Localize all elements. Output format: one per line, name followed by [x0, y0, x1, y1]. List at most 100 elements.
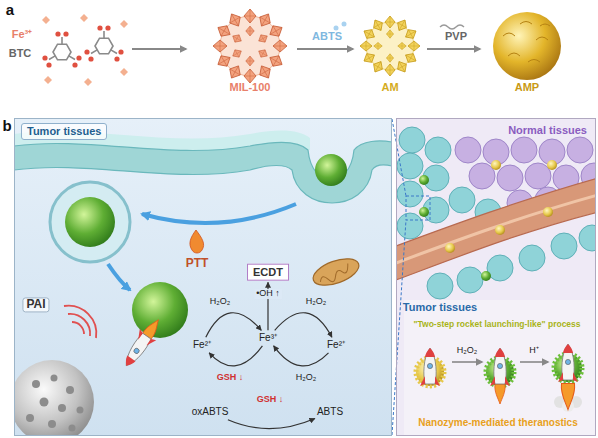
nanoparticle	[481, 271, 491, 281]
octahedron	[398, 43, 406, 50]
octahedron	[371, 59, 386, 74]
tumor-cell	[579, 225, 596, 251]
zoom-box	[406, 196, 430, 220]
pore	[77, 407, 84, 414]
pore	[66, 386, 74, 394]
octahedron	[215, 52, 233, 69]
loaded-cage	[366, 22, 414, 70]
tumor-cell	[457, 267, 483, 293]
nanoparticle	[132, 282, 188, 338]
node-text: oxABTS	[192, 406, 229, 418]
tumor-scene	[14, 131, 392, 436]
tumor-cell	[487, 255, 513, 281]
porous-sphere	[14, 360, 94, 436]
octahedron	[226, 11, 243, 29]
stimulus-label: H⁺	[529, 346, 539, 356]
stage-arrow	[520, 361, 548, 363]
octahedron	[362, 27, 377, 42]
edge-label: ABTS	[312, 30, 342, 42]
tumor-panel: Tumor tissuesECDTFe²⁺Fe³⁺Fe²⁺oxABTSABTS	[14, 118, 392, 436]
normal-cell	[567, 137, 593, 163]
ion-label: Fe³⁺	[12, 28, 33, 40]
process-background	[404, 300, 596, 436]
octahedron	[244, 69, 256, 83]
tumor-cell	[397, 213, 423, 239]
panel-heading: Tumor tissues	[21, 123, 107, 140]
linker-label: BTC	[9, 47, 32, 59]
pore	[48, 420, 56, 428]
node-text: Fe²⁺	[193, 339, 211, 351]
nanoparticle	[65, 197, 115, 247]
octahedron	[371, 18, 386, 33]
nanoparticle	[491, 160, 501, 170]
node-text: AMP	[482, 81, 572, 94]
nanoparticle	[445, 243, 455, 253]
panel-letter: a	[6, 2, 14, 19]
octahedron	[387, 30, 394, 38]
imaging-label: PAI	[22, 297, 49, 312]
reaction-arrow	[274, 346, 329, 366]
abts-molecule	[342, 22, 347, 27]
mof-structure: MIL-100	[205, 2, 295, 96]
rocket	[118, 329, 156, 372]
node-text: Fe³⁺	[259, 332, 277, 344]
octahedron	[385, 64, 395, 76]
octahedron	[387, 54, 394, 62]
reaction-arrow	[209, 346, 262, 366]
pore	[26, 414, 34, 422]
reaction-arrow	[297, 48, 353, 50]
reaction-arrow	[427, 48, 480, 50]
reaction-arrow	[275, 313, 332, 338]
normal-panel: Normal tissues	[396, 118, 596, 436]
reaction-arrow	[228, 419, 315, 429]
stage-arrow	[452, 361, 482, 363]
loaded-structure: AM	[355, 2, 425, 96]
rocket-stage	[416, 348, 444, 386]
tumor-cell	[397, 181, 423, 207]
octahedron	[267, 52, 285, 69]
btc-molecule	[84, 25, 123, 61]
node-text: Fe²⁺	[327, 339, 345, 351]
octahedron	[395, 18, 410, 33]
octahedron	[374, 43, 382, 50]
molecule-label: oxABTS	[192, 406, 229, 418]
octahedron	[244, 9, 256, 23]
octahedron	[215, 22, 233, 39]
rocket-flame	[495, 384, 505, 404]
nanoparticle	[419, 207, 429, 217]
rocket-stage	[554, 344, 582, 412]
edge-label: •OH ↑	[254, 289, 282, 299]
ion-label: Fe³⁺	[259, 332, 277, 344]
iron-ion	[84, 78, 92, 86]
coated-sphere	[493, 12, 561, 80]
abts-molecule	[334, 26, 339, 31]
release-arrow	[108, 264, 130, 290]
panel-heading: Normal tissues	[508, 124, 587, 137]
tumor-cell	[399, 127, 425, 153]
octahedron	[403, 51, 418, 66]
octahedron	[395, 59, 410, 74]
octahedron	[231, 32, 244, 44]
endosome-vesicle	[50, 182, 130, 262]
normal-cell	[511, 137, 537, 163]
octahedron	[362, 51, 377, 66]
edge-label: H₂O₂	[296, 373, 317, 383]
process-caption: "Two-step rocket launching-like" process	[413, 320, 580, 329]
tissue-label: Tumor tissues	[403, 301, 477, 313]
node-text: MIL-100	[205, 81, 295, 94]
heat-flame	[190, 230, 204, 253]
sound-wave	[64, 306, 96, 338]
btc-molecule	[42, 31, 81, 67]
nanoparticle	[543, 207, 553, 217]
normal-cell	[525, 163, 551, 189]
pore	[32, 380, 40, 388]
tumor-background	[14, 118, 392, 436]
tissue-scene	[396, 127, 596, 436]
vessel-lumen	[396, 195, 596, 263]
polymer-texture	[503, 22, 550, 63]
octahedron	[256, 11, 273, 29]
reaction-arrow	[206, 313, 261, 338]
iron-ion	[44, 76, 52, 84]
rocket	[558, 344, 578, 382]
rocket-flame	[561, 384, 574, 410]
